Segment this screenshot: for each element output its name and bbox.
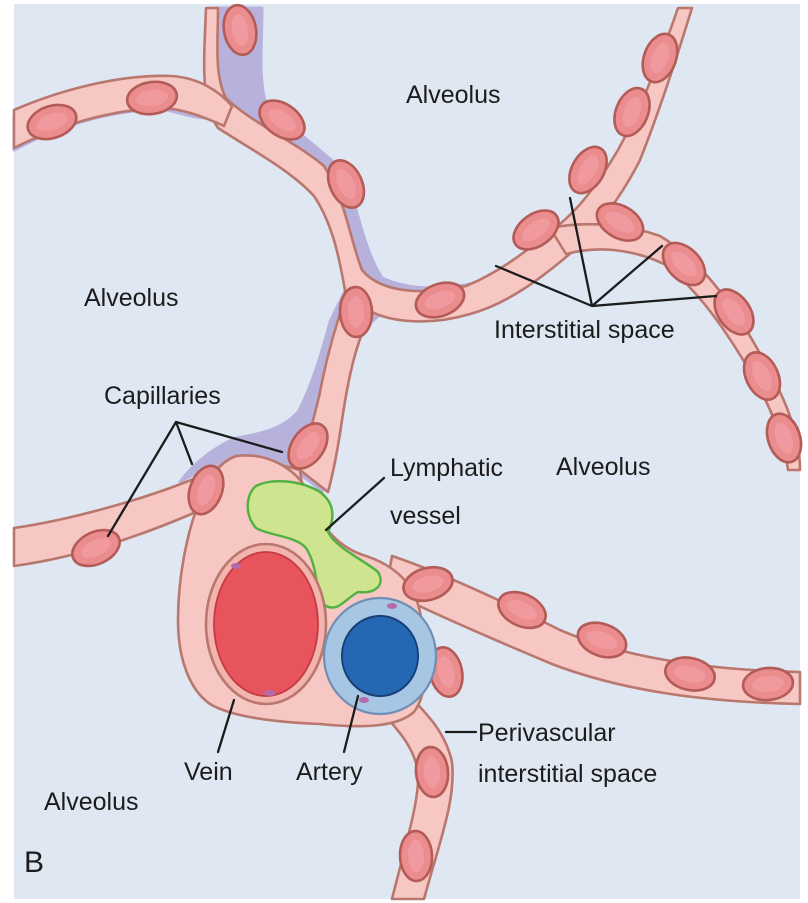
alveolus-label-left: Alveolus	[84, 284, 179, 312]
perivascular-label-line2: interstitial space	[478, 760, 657, 788]
alveolus-label-right: Alveolus	[556, 453, 651, 481]
alveolus-label-top: Alveolus	[406, 81, 501, 109]
artery-label: Artery	[296, 758, 363, 786]
vein	[206, 544, 326, 704]
lymphatic-label-line1: Lymphatic	[390, 454, 503, 482]
interstitial-space-label: Interstitial space	[494, 316, 675, 344]
vein-label: Vein	[184, 758, 233, 786]
perivascular-label-line1: Perivascular	[478, 719, 616, 747]
alveolar-background	[14, 4, 800, 899]
artery	[324, 598, 436, 714]
lymphatic-label-line2: vessel	[390, 502, 461, 530]
capillaries-label: Capillaries	[104, 382, 221, 410]
alveolus-label-bottom: Alveolus	[44, 788, 139, 816]
panel-letter: B	[24, 846, 44, 879]
